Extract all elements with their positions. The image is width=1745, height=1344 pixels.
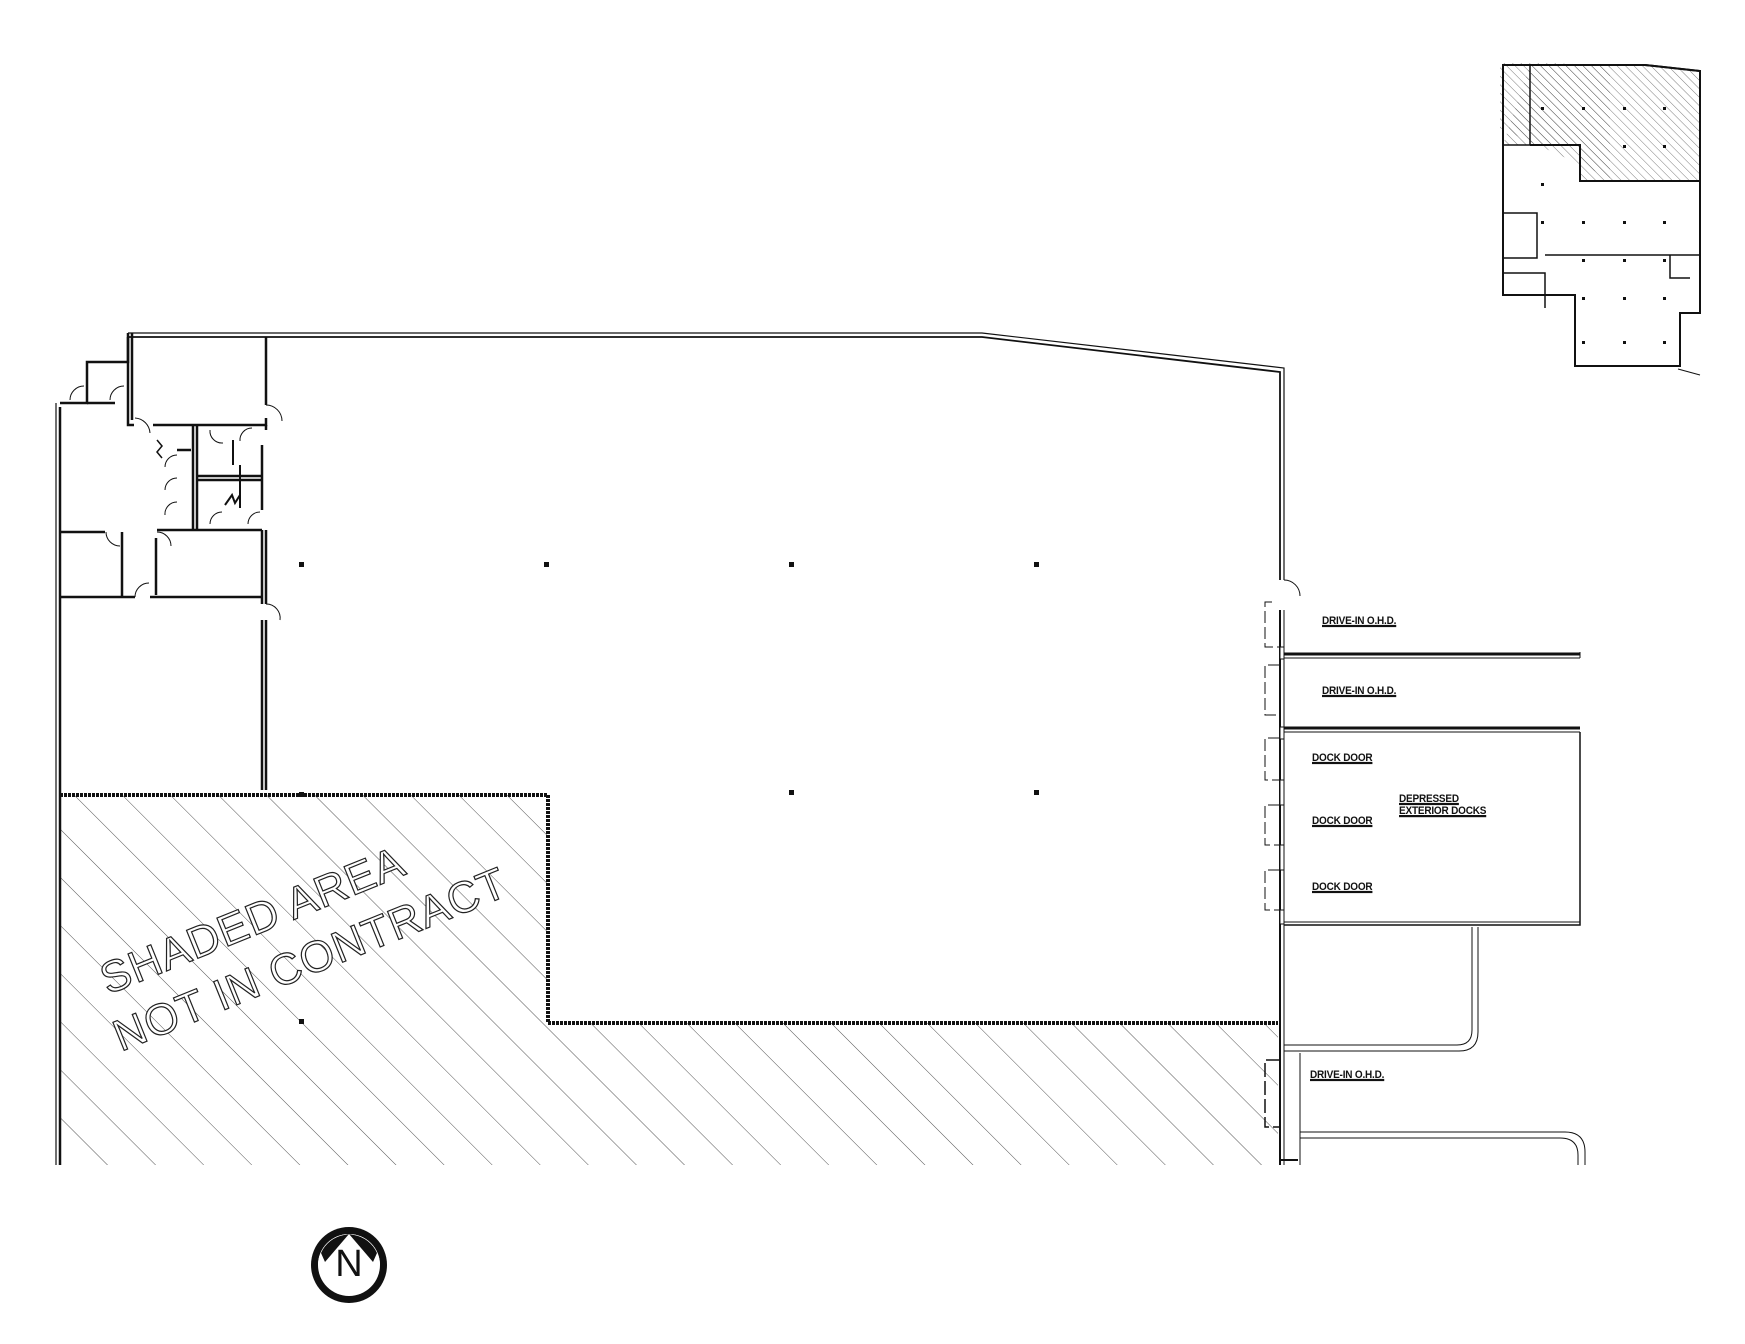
label-exterior-docks: EXTERIOR DOCKS	[1399, 805, 1487, 818]
label-dock-door-3: DOCK DOOR	[1312, 881, 1373, 894]
columns	[299, 562, 1039, 1024]
label-drive-in-ohd-1: DRIVE-IN O.H.D.	[1322, 615, 1397, 628]
label-depressed-exterior-docks: DEPRESSED EXTERIOR DOCKS	[1399, 793, 1486, 817]
label-depressed: DEPRESSED	[1399, 793, 1459, 806]
key-plan-thumbnail	[1500, 63, 1701, 376]
dock-area	[1264, 601, 1586, 1165]
north-arrow-icon	[311, 1227, 387, 1303]
exterior-walls	[55, 332, 1285, 1165]
label-drive-in-ohd-3: DRIVE-IN O.H.D.	[1310, 1069, 1385, 1082]
north-arrow-letter: N	[335, 1243, 363, 1285]
label-drive-in-ohd-2: DRIVE-IN O.H.D.	[1322, 685, 1397, 698]
label-dock-door-2: DOCK DOOR	[1312, 815, 1373, 828]
office-walls	[60, 333, 268, 790]
door-swings	[69, 385, 1301, 621]
label-dock-door-1: DOCK DOOR	[1312, 752, 1373, 765]
